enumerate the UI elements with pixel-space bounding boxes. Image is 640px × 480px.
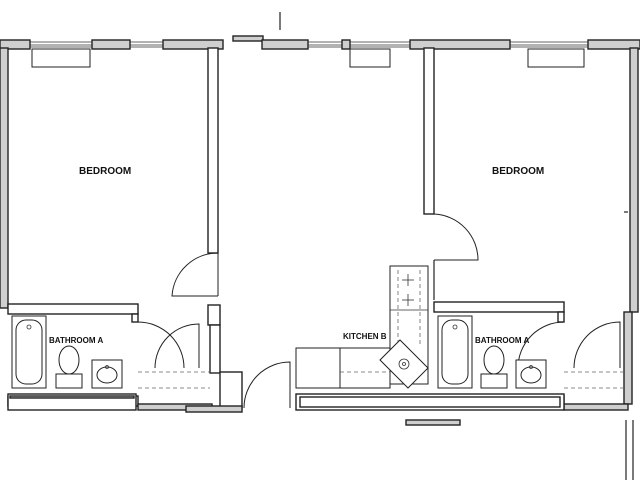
bathroom-left-label: BATHROOM A xyxy=(49,336,103,345)
bathtub-left-icon xyxy=(11,315,47,389)
sink-right-icon xyxy=(515,359,547,389)
toilet-right-icon xyxy=(480,345,508,389)
window-left-bedroom-2 xyxy=(130,41,163,48)
partition-right-bedroom xyxy=(423,47,628,300)
bedroom-left-label: BEDROOM xyxy=(79,166,131,177)
bottom-corridor xyxy=(7,361,565,426)
partition-left-bedroom xyxy=(171,47,219,297)
window-left-bedroom xyxy=(30,41,92,68)
kitchen xyxy=(295,265,429,389)
top-exterior-wall xyxy=(0,12,640,50)
cooktop-icon xyxy=(402,274,414,306)
left-exterior-wall xyxy=(0,47,9,309)
sink-left-icon xyxy=(91,359,123,389)
bathroom-right-label: BATHROOM A xyxy=(475,336,529,345)
kitchen-sink-icon xyxy=(379,339,429,389)
right-exterior-wall xyxy=(623,47,639,480)
window-living xyxy=(308,41,410,68)
bathtub-right-icon xyxy=(437,315,473,389)
kitchen-label: KITCHEN B xyxy=(343,332,387,341)
toilet-left-icon xyxy=(55,345,83,389)
window-right-bedroom xyxy=(510,41,588,68)
bedroom-right-label: BEDROOM xyxy=(492,166,544,177)
